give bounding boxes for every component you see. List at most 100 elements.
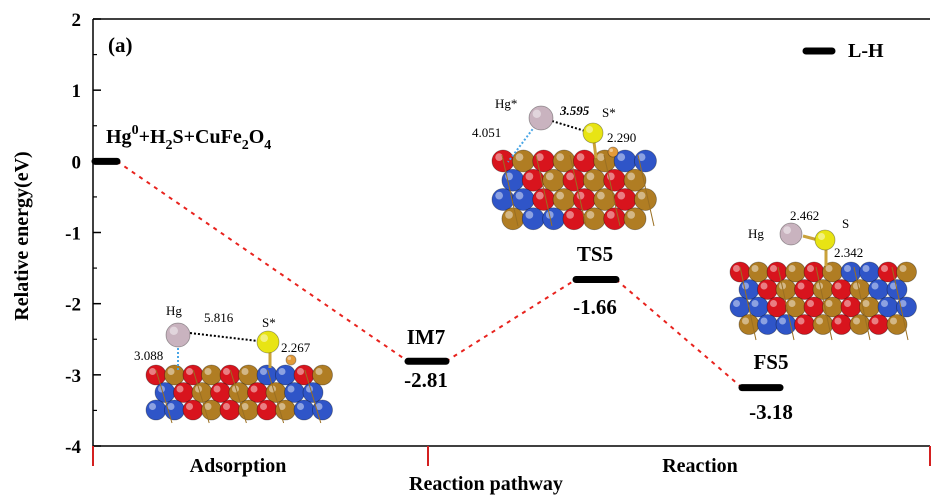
slab-atom [831, 279, 852, 300]
y-tick-label: -1 [65, 224, 81, 245]
slab-atom-highlight [899, 300, 907, 307]
slab-atom [877, 296, 899, 318]
slab-atom-highlight [844, 265, 851, 272]
slab-atom-highlight [788, 265, 796, 272]
connector-ts5-fs5 [615, 278, 743, 389]
slab-atom [613, 188, 637, 211]
slab-atom-highlight [627, 211, 636, 219]
slab-bond [501, 154, 519, 227]
slab-atom [729, 261, 751, 283]
slab-atom-highlight [315, 403, 323, 410]
s-atom-highlight [260, 334, 268, 342]
y-tick-label: -3 [65, 366, 81, 387]
level-value-fs5: -3.18 [749, 400, 793, 424]
slab-atom-highlight [297, 368, 304, 375]
slab-atom [603, 207, 627, 231]
slab-atom [312, 399, 333, 421]
section-label-adsorption: Adsorption [190, 455, 287, 477]
slab-atom [511, 188, 535, 211]
slab-atom-highlight [871, 317, 879, 325]
slab-atom [238, 364, 259, 386]
hg-atom [779, 222, 803, 246]
slab-atom [896, 261, 917, 283]
slab-bond [739, 266, 757, 341]
slab-atom-highlight [597, 191, 605, 200]
y-tick-label: -2 [65, 295, 81, 316]
inset1-hg-label: Hg [166, 303, 182, 318]
slab-atom [794, 279, 815, 300]
inset2-hg-surface-distance: 4.051 [472, 125, 501, 140]
slab-atom-highlight [186, 403, 193, 410]
slab-atom-highlight [149, 368, 156, 375]
inset3-hg-s-distance: 2.462 [790, 208, 819, 223]
h-atom-highlight [609, 148, 613, 152]
slab-atom-highlight [566, 172, 574, 181]
slab-atom-highlight [807, 300, 814, 307]
slab-bond [229, 369, 247, 424]
slab-atom-highlight [536, 153, 544, 161]
slab-atom [521, 168, 545, 192]
hg-atom [165, 322, 191, 348]
slab-atom [757, 314, 778, 335]
slab-atom-highlight [890, 282, 897, 290]
slab-atom-highlight [797, 317, 805, 325]
slab-atom [822, 296, 843, 318]
slab-atom [757, 279, 778, 300]
slab-atom [748, 296, 769, 318]
slab-atom-highlight [797, 282, 805, 290]
slab-atom [573, 188, 596, 211]
slab-atom [748, 261, 769, 283]
slab-atom [501, 207, 525, 231]
inset2-hg-s-distance: 3.595 [559, 103, 590, 118]
slab-atom-highlight [788, 300, 796, 307]
slab-bond [267, 369, 285, 424]
slab-atom [275, 399, 296, 421]
slab-atom-highlight [637, 153, 646, 161]
s-atom [814, 229, 836, 251]
slab-atom [582, 168, 606, 192]
slab-atom-highlight [742, 317, 749, 325]
slab-atom-highlight [834, 282, 842, 290]
slab-atom-highlight [770, 300, 777, 307]
slab-atom [623, 207, 647, 231]
inset1-s-label: S* [262, 315, 276, 330]
slab-atom [868, 279, 889, 300]
slab-atom-highlight [576, 153, 585, 161]
slab-atom-highlight [287, 385, 295, 393]
slab-atom-highlight [525, 172, 534, 181]
slab-atom-highlight [556, 153, 565, 161]
slab-atom [552, 188, 576, 211]
section-label-reaction: Reaction [662, 455, 738, 477]
slab-atom [256, 364, 278, 386]
slab-atom [803, 261, 825, 283]
slab-atom [542, 207, 565, 231]
hg-s-distance [551, 120, 586, 132]
slab-atom [542, 168, 565, 192]
inset2-s-label: S* [602, 105, 616, 120]
slab-atom-highlight [816, 282, 823, 290]
slab-atom-highlight [536, 191, 544, 200]
hg-atom-highlight [532, 109, 541, 119]
inset2-s-surface-distance: 2.290 [607, 130, 636, 145]
slab-atom-highlight [586, 211, 595, 219]
slab-atom [201, 364, 222, 386]
slab-atom [247, 382, 268, 403]
hg-atom-highlight [169, 326, 178, 335]
h-atom [607, 146, 619, 158]
hg-s-distance [189, 332, 259, 342]
inset1-s-surface-distance: 2.267 [281, 340, 311, 355]
s-atom [256, 330, 280, 354]
slab-atom [302, 382, 324, 403]
x-axis-title: Reaction pathway [409, 473, 563, 495]
slab-atom-highlight [881, 265, 888, 272]
slab-atom [803, 296, 825, 318]
slab-atom [173, 382, 194, 403]
slab-atom [201, 399, 222, 421]
connector-lines [116, 160, 743, 389]
initial-state-label: Hg0+H2S+CuFe2O4 [106, 123, 271, 153]
slab-atom-highlight [167, 403, 175, 410]
level-name-ts5: TS5 [577, 242, 613, 266]
hg-atom [528, 105, 554, 131]
